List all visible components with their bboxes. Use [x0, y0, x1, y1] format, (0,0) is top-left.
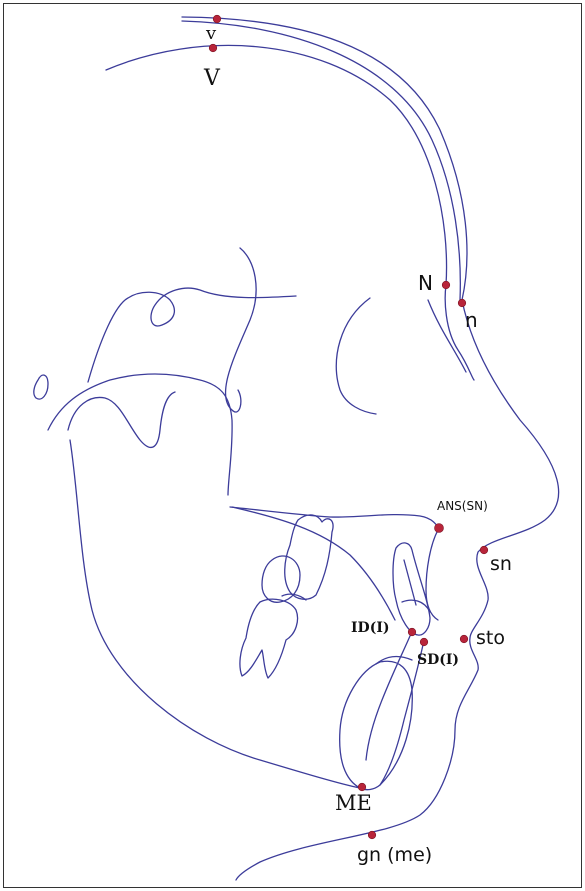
landmark-gn-label: gn (me): [357, 844, 432, 866]
landmark-SD-point: [420, 638, 428, 646]
landmark-V-label: V: [203, 66, 221, 91]
landmark-ANS-point: [435, 524, 444, 533]
landmark-n-label: n: [465, 308, 478, 332]
landmark-ANS-label: ANS(SN): [437, 499, 488, 513]
landmark-N-label: N: [418, 271, 433, 295]
landmark-v-label: v: [205, 23, 217, 44]
landmark-ID-point: [408, 628, 416, 636]
landmark-v-point: [213, 15, 221, 23]
landmark-sn-point: [480, 546, 488, 554]
landmark-SD-label: SD(I): [417, 652, 459, 668]
landmark-gn-point: [368, 831, 376, 839]
landmark-sto-point: [460, 635, 468, 643]
landmark-sn-label: sn: [490, 553, 512, 575]
landmark-n-point: [458, 299, 466, 307]
landmark-N-point: [442, 281, 450, 289]
landmark-ID-label: ID(I): [351, 620, 390, 636]
landmark-sto-label: sto: [476, 627, 505, 649]
landmark-V-point: [209, 44, 217, 52]
landmark-ME-point: [358, 783, 366, 791]
landmark-ME-label: ME: [335, 791, 372, 815]
